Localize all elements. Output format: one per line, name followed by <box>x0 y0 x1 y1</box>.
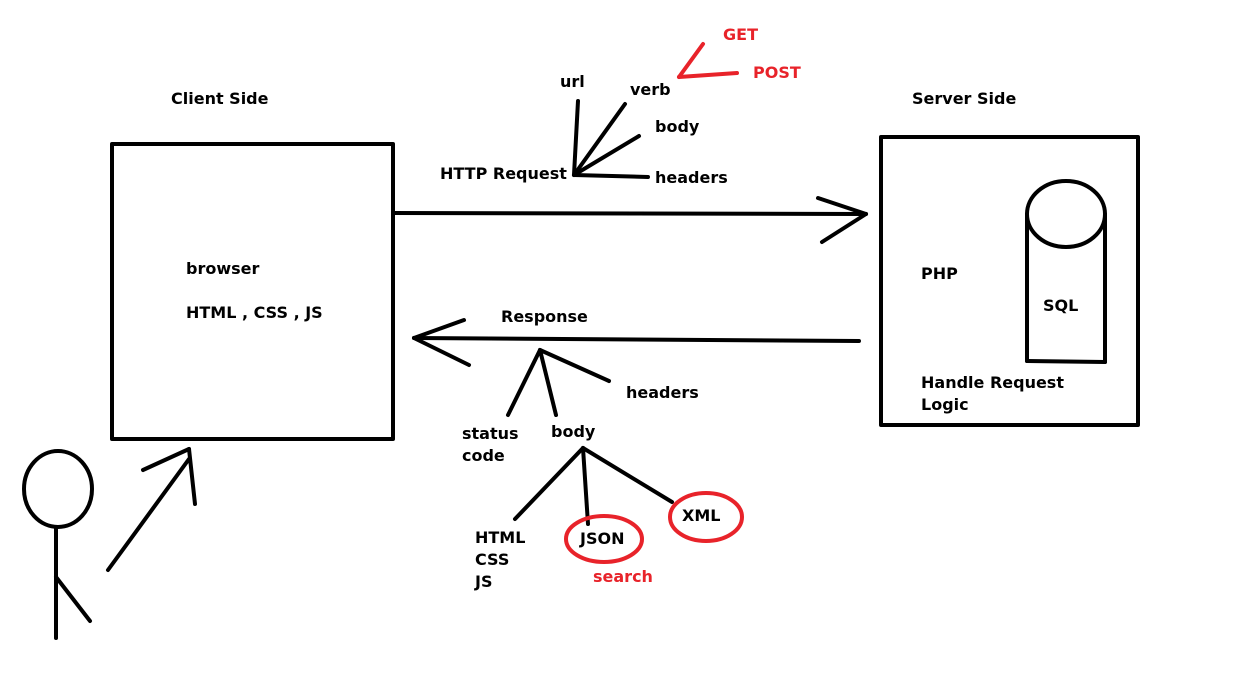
body-js-label: JS <box>475 572 493 591</box>
user-figure-icon <box>22 449 94 640</box>
verb-branches <box>677 42 739 79</box>
json-highlight-circle <box>564 514 644 564</box>
search-label: search <box>593 567 653 586</box>
response-label: Response <box>501 307 588 326</box>
database-icon <box>1025 179 1107 364</box>
body-branches <box>513 446 674 526</box>
response-arrow <box>412 318 861 367</box>
response-headers-label: headers <box>626 383 699 402</box>
sql-label: SQL <box>1043 296 1079 315</box>
logic-label: Logic <box>921 395 969 414</box>
code-label: code <box>462 446 505 465</box>
user-to-client-arrow <box>106 447 197 572</box>
response-branches <box>506 348 611 417</box>
php-label: PHP <box>921 264 958 283</box>
status-label: status <box>462 424 519 443</box>
handle-request-label: Handle Request <box>921 373 1064 392</box>
response-body-label: body <box>551 422 596 441</box>
get-label: GET <box>723 25 758 44</box>
body-html-label: HTML <box>475 528 526 547</box>
verb-label: verb <box>630 80 671 99</box>
server-box <box>879 135 1140 427</box>
http-request-label: HTTP Request <box>440 164 567 183</box>
xml-label: XML <box>682 506 721 525</box>
request-body-label: body <box>655 117 700 136</box>
url-label: url <box>560 72 585 91</box>
client-box <box>110 142 395 441</box>
json-label: JSON <box>580 529 625 548</box>
request-headers-label: headers <box>655 168 728 187</box>
xml-highlight-circle <box>668 491 744 543</box>
browser-label: browser <box>186 259 260 278</box>
request-arrow <box>391 196 868 244</box>
html-css-js-label: HTML , CSS , JS <box>186 303 323 322</box>
request-branches <box>572 99 650 179</box>
server-side-title: Server Side <box>912 89 1017 108</box>
client-side-title: Client Side <box>171 89 269 108</box>
post-label: POST <box>753 63 801 82</box>
body-css-label: CSS <box>475 550 510 569</box>
